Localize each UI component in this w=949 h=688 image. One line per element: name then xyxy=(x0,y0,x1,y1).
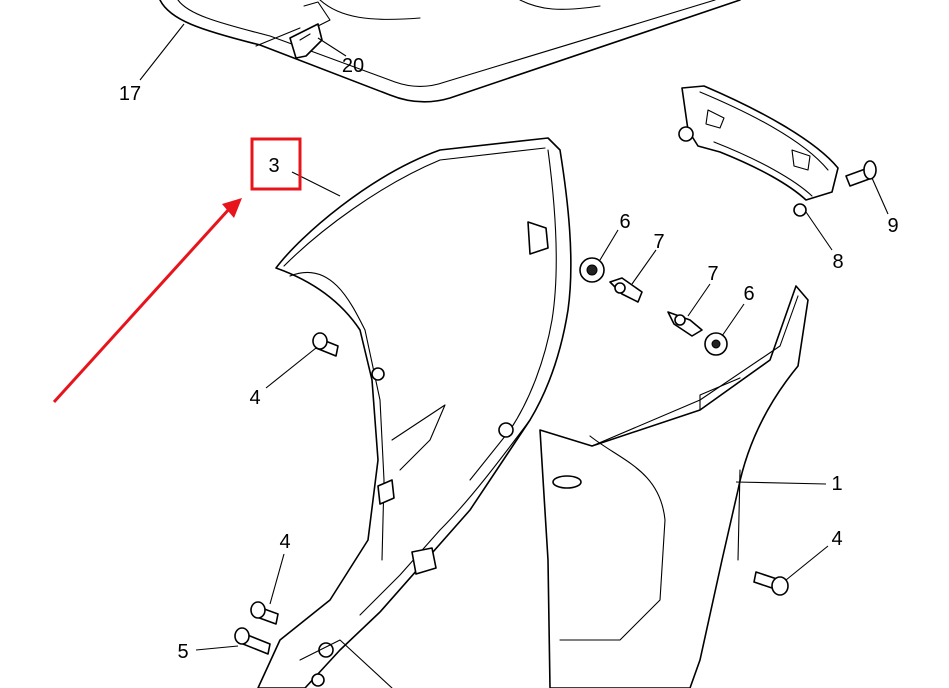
lower-cowling-part-1 xyxy=(539,285,809,688)
highlight-arrow xyxy=(52,206,232,404)
callout-labels: 17 20 9 8 6 7 7 6 4 1 4 4 5 xyxy=(119,55,899,663)
callout-9: 9 xyxy=(887,215,898,237)
highlight-arrow-head xyxy=(222,198,242,218)
callout-5: 5 xyxy=(177,641,188,663)
callout-20: 20 xyxy=(342,55,364,77)
bolt-part-4-upper xyxy=(312,332,339,357)
callout-1: 1 xyxy=(831,473,842,495)
callout-6-lower: 6 xyxy=(743,283,754,305)
grommet-part-6-lower xyxy=(704,332,728,356)
side-panel-part-3 xyxy=(257,137,572,688)
callout-17: 17 xyxy=(119,83,141,105)
pin-part-7-lower xyxy=(667,311,703,337)
callout-6-upper: 6 xyxy=(619,211,630,233)
callout-4-lower: 4 xyxy=(279,531,290,553)
callout-4-right: 4 xyxy=(831,528,842,550)
highlight-box xyxy=(250,137,302,191)
bolt-part-9 xyxy=(845,160,877,187)
callout-7-lower: 7 xyxy=(707,263,718,285)
callout-8: 8 xyxy=(832,251,843,273)
grommet-part-6-upper xyxy=(579,257,605,283)
highlight-label: 3 xyxy=(268,155,279,177)
bolt-part-4-lower xyxy=(250,601,279,625)
lower-bracket-detail xyxy=(299,639,393,688)
bracket-part-8 xyxy=(678,85,839,217)
callout-7-upper: 7 xyxy=(653,231,664,253)
pin-part-7-upper xyxy=(609,277,643,303)
highlight-marker: 3 xyxy=(52,137,302,404)
bolt-part-4-right xyxy=(753,571,789,596)
callout-4-upper: 4 xyxy=(249,387,260,409)
clip-part-20 xyxy=(289,1,331,59)
top-cowling-part-17 xyxy=(159,0,741,103)
bolt-part-5 xyxy=(234,627,271,655)
